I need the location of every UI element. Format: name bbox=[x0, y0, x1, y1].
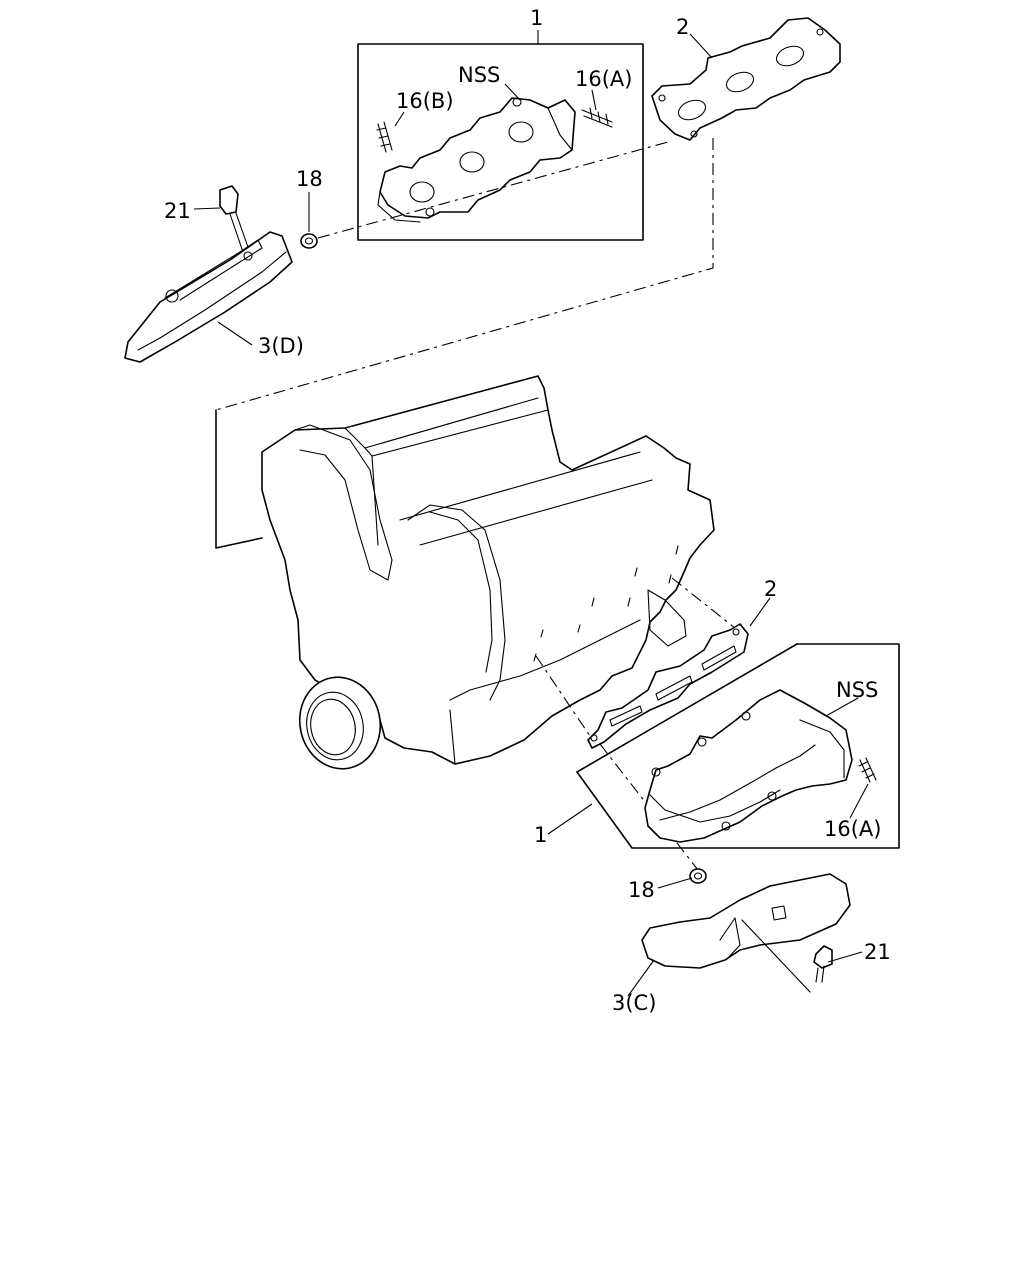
label-top-1: 1 bbox=[530, 6, 543, 30]
label-bottom-2: 2 bbox=[764, 577, 777, 601]
label-bottom-nss: NSS bbox=[836, 678, 878, 702]
top-bolt-21 bbox=[219, 185, 250, 253]
label-top-18: 18 bbox=[296, 167, 323, 191]
label-top-21: 21 bbox=[164, 199, 191, 223]
label-bottom-21: 21 bbox=[864, 940, 891, 964]
top-nut-18 bbox=[300, 233, 318, 249]
bottom-gasket bbox=[587, 623, 749, 749]
label-bottom-1: 1 bbox=[534, 823, 547, 847]
top-assembly-box bbox=[357, 43, 644, 241]
label-bottom-18: 18 bbox=[628, 878, 655, 902]
top-exhaust-manifold bbox=[377, 97, 576, 223]
label-top-16b: 16(B) bbox=[396, 89, 454, 113]
label-top-16a: 16(A) bbox=[575, 67, 632, 91]
bottom-bolt-21 bbox=[813, 945, 833, 983]
bottom-assembly-box bbox=[576, 643, 900, 849]
top-stud-16b bbox=[376, 121, 393, 153]
label-bottom-16a: 16(A) bbox=[824, 817, 881, 841]
bottom-nut-18 bbox=[689, 868, 707, 884]
label-top-3d: 3(D) bbox=[258, 334, 304, 358]
top-stud-16a bbox=[581, 107, 613, 128]
bottom-stud-16a bbox=[858, 757, 877, 783]
bottom-exhaust-manifold bbox=[644, 689, 853, 843]
top-heat-shield-3d bbox=[124, 231, 293, 363]
bottom-heat-shield-3c bbox=[641, 873, 851, 993]
label-bottom-3c: 3(C) bbox=[612, 991, 656, 1015]
top-gasket bbox=[651, 17, 841, 141]
label-top-2: 2 bbox=[676, 15, 689, 39]
engine-block bbox=[261, 375, 715, 770]
label-top-nss: NSS bbox=[458, 63, 500, 87]
